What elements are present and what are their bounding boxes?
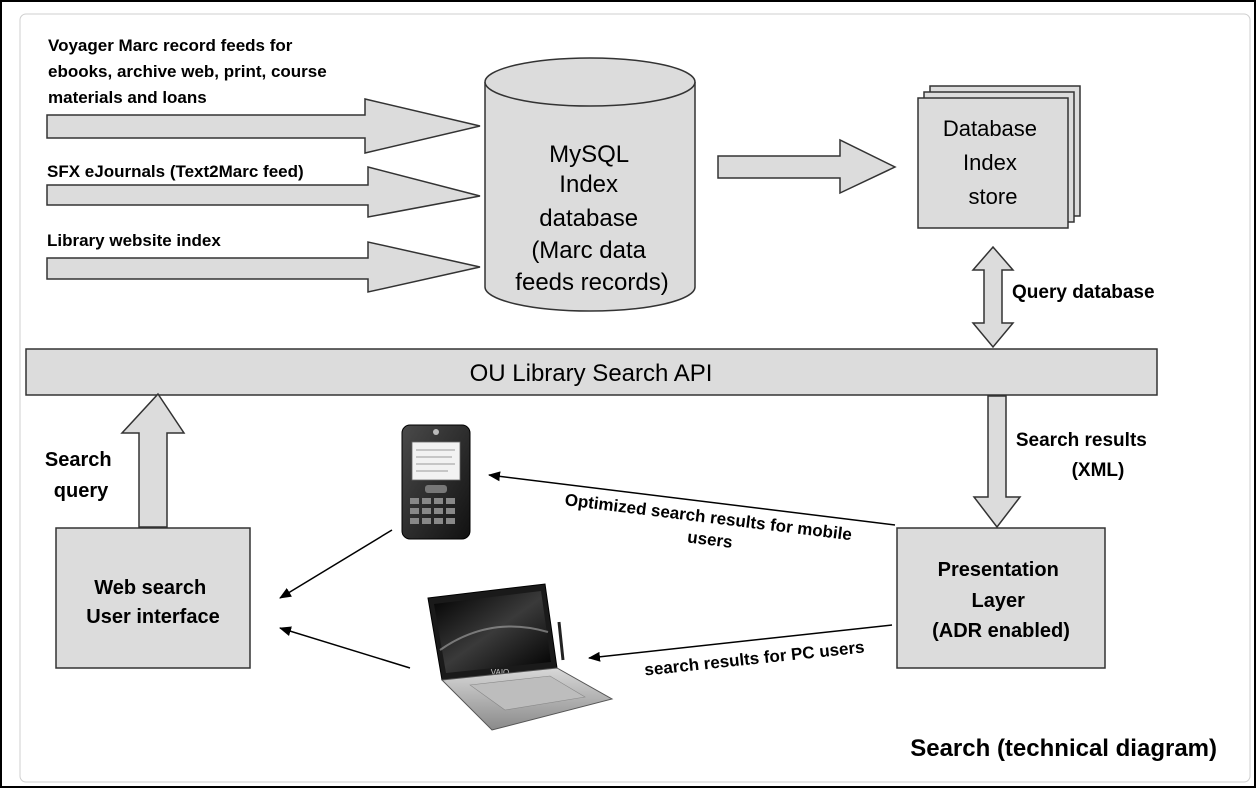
web-search-ui-box — [55, 527, 251, 669]
query-database-label: Query database — [1012, 282, 1155, 303]
search-query-arrow — [120, 392, 186, 528]
query-database-arrow — [971, 245, 1015, 349]
website-feed-arrow — [46, 241, 481, 293]
search-results-arrow — [972, 395, 1022, 529]
search-query-label: Search query — [45, 449, 117, 502]
web-search-ui-label: Web search User interface — [86, 577, 219, 628]
mysql-label: MySQL Index database (Marc data feeds re… — [515, 141, 668, 296]
sfx-feed-label: SFX eJournals (Text2Marc feed) — [47, 162, 304, 181]
presentation-layer-label: Presentation Layer (ADR enabled) — [932, 559, 1070, 642]
phone-to-ui-arrow — [279, 529, 393, 599]
laptop-to-ui-arrow — [279, 626, 411, 669]
website-feed-label: Library website index — [47, 231, 221, 250]
mobile-results-arrow — [488, 471, 896, 526]
api-bar — [25, 348, 1158, 396]
search-results-label: Search results (XML) — [1016, 430, 1152, 481]
pc-results-arrow — [588, 624, 893, 662]
diagram-title: Search (technical diagram) — [910, 735, 1217, 762]
laptop-brand-label: VAIO — [491, 668, 510, 677]
api-label: OU Library Search API — [470, 360, 713, 387]
sfx-feed-arrow — [46, 166, 481, 218]
mysql-cylinder — [484, 57, 696, 312]
index-store-label: Database Index store — [943, 116, 1043, 209]
voyager-feed-label: Voyager Marc record feeds for ebooks, ar… — [48, 36, 331, 107]
presentation-layer-box — [896, 527, 1106, 669]
to-index-store-arrow — [717, 138, 897, 195]
laptop-icon: VAIO — [427, 583, 614, 731]
index-store-stack — [917, 85, 1081, 229]
mobile-phone-icon — [401, 424, 471, 540]
voyager-feed-arrow — [46, 98, 481, 154]
